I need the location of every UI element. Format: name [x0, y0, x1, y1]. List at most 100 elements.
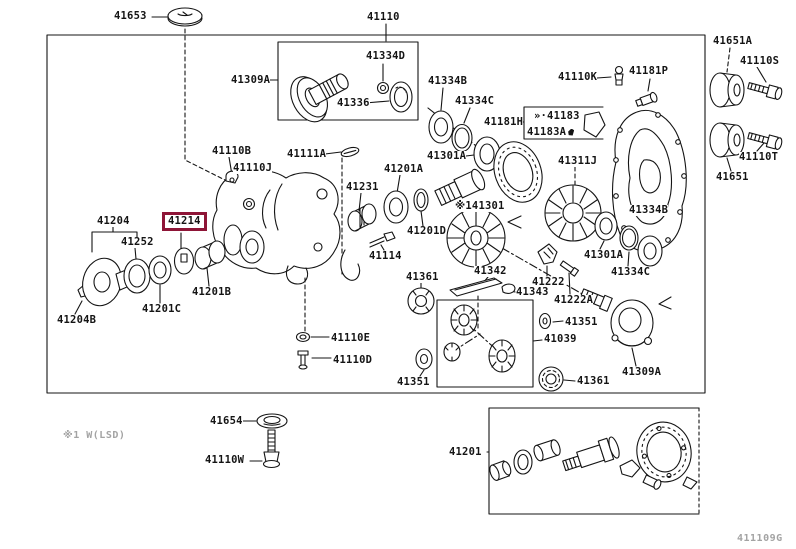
- part-number-text: 41110J: [233, 162, 273, 174]
- part-label-41651A[interactable]: 41651A: [713, 36, 753, 47]
- carrier-housing-drawing: [212, 169, 341, 285]
- part-label-41334B-1[interactable]: 41334B: [428, 75, 468, 87]
- part-label-41201B[interactable]: 41201B: [192, 287, 232, 298]
- part-label-41231[interactable]: 41231: [346, 182, 379, 193]
- part-label-41252[interactable]: 41252: [121, 237, 154, 248]
- part-label-41651[interactable]: 41651: [716, 172, 749, 183]
- part-label-41110T[interactable]: 41110T: [739, 151, 779, 163]
- final-drive-kit-drawing: [489, 421, 698, 490]
- part-label-41309A-2[interactable]: 41309A: [622, 367, 662, 378]
- part-number-text: ※141301: [455, 200, 505, 212]
- part-label-41654[interactable]: 41654: [210, 416, 243, 427]
- part-label-41336[interactable]: 41336: [337, 98, 370, 109]
- part-number-text: 41653: [114, 10, 147, 22]
- ring-41361b-drawing: [538, 366, 564, 392]
- part-number-text: 41201C: [142, 303, 182, 315]
- grommet-41110j-drawing: [242, 197, 256, 211]
- part-number-text: 41231: [346, 181, 379, 193]
- part-label-41334B-2[interactable]: 41334B: [629, 204, 669, 216]
- part-number-text: 41039: [544, 333, 577, 345]
- part-number-text: 41361: [577, 375, 610, 387]
- part-number-text: 41334B: [629, 204, 669, 216]
- part-label-41334C-1[interactable]: 41334C: [455, 96, 495, 107]
- bushing-41651a-drawing: [709, 72, 745, 108]
- bolt-41110d-drawing: [297, 350, 309, 370]
- part-number-text: 41201: [449, 446, 482, 458]
- part-label-41201A[interactable]: 41201A: [384, 163, 424, 175]
- part-label-41351-2[interactable]: 41351: [397, 377, 430, 388]
- part-label-41334C-2[interactable]: 41334C: [611, 267, 651, 278]
- part-number-text: 41111A: [287, 148, 327, 160]
- part-label-41343[interactable]: 41343: [516, 287, 549, 298]
- part-number-text: 41351: [397, 376, 430, 388]
- part-label-41039[interactable]: 41039: [544, 334, 577, 345]
- part-label-141301[interactable]: ※141301: [455, 201, 505, 212]
- part-label-41201D[interactable]: 41201D: [407, 226, 447, 237]
- part-number-text: 41110K: [558, 71, 598, 83]
- part-number-text: 41110T: [739, 151, 779, 163]
- footnote-lsd: ※1 W(LSD): [63, 430, 126, 441]
- part-label-41110K[interactable]: 41110K: [558, 71, 598, 83]
- assembly-arrows: [507, 215, 672, 310]
- part-label-41110E[interactable]: 41110E: [331, 333, 371, 344]
- part-label-41653[interactable]: 41653: [114, 11, 147, 22]
- part-label-41361-2[interactable]: 41361: [577, 376, 610, 387]
- cover-plate-drawing: [612, 109, 687, 252]
- part-label-41110[interactable]: 41110: [367, 12, 400, 23]
- part-number-text: 41181P: [629, 65, 669, 77]
- part-label-41201C[interactable]: 41201C: [142, 303, 182, 315]
- bracket-41183: [523, 106, 604, 140]
- part-label-41111A[interactable]: 41111A: [287, 148, 327, 160]
- part-label-41334D[interactable]: 41334D: [366, 51, 406, 62]
- part-label-41309A-1[interactable]: 41309A: [231, 75, 271, 86]
- sealant-icon: [568, 128, 575, 136]
- gasket-41654-drawing: [256, 413, 288, 429]
- part-label-41311J[interactable]: 41311J: [558, 155, 598, 167]
- part-label-41222A[interactable]: 41222A: [554, 295, 594, 306]
- part-label-41181P[interactable]: 41181P: [629, 65, 669, 77]
- oil-seal-drawing: [389, 81, 413, 113]
- main-border: [46, 34, 706, 394]
- breather-plug-drawing: [614, 65, 624, 86]
- part-label-41204[interactable]: 41204: [97, 216, 130, 227]
- part-number-text: 41334B: [428, 75, 468, 87]
- part-label-41201[interactable]: 41201: [449, 447, 482, 458]
- flange-chain-drawing: [77, 240, 226, 307]
- drive-pinion-drawing: [434, 168, 486, 206]
- part-number-text: 41336: [337, 97, 370, 109]
- part-label-41342[interactable]: 41342: [474, 266, 507, 277]
- part-number-text: 41204B: [57, 314, 97, 326]
- bolt-41110w-drawing: [262, 429, 281, 469]
- part-number-text: 41110W: [205, 454, 245, 466]
- part-label-41110S[interactable]: 41110S: [740, 55, 780, 67]
- part-label-41110D[interactable]: 41110D: [333, 354, 373, 366]
- part-label-41110J[interactable]: 41110J: [233, 162, 273, 174]
- clamp-41114-drawing: [340, 231, 396, 281]
- leader-lines: [74, 16, 767, 462]
- part-label-41301A-2[interactable]: 41301A: [584, 249, 624, 261]
- part-number-text: 41214: [168, 215, 201, 227]
- part-label-41114[interactable]: 41114: [369, 251, 402, 262]
- part-number-text: 41301A: [584, 249, 624, 261]
- part-label-41110W[interactable]: 41110W: [205, 454, 245, 466]
- spider-gears-drawing: [443, 304, 516, 373]
- part-label-41214[interactable]: 41214: [162, 212, 207, 231]
- bolt-41110s-drawing: [747, 82, 783, 101]
- bearing-chain-upper-drawing: [428, 110, 501, 172]
- part-number-text: 41201A: [384, 163, 424, 175]
- part-number-text: 41311J: [558, 155, 598, 167]
- part-label-41110B[interactable]: 41110B: [212, 146, 252, 157]
- part-number-text: 41110S: [740, 55, 780, 67]
- part-number-text: 41110D: [333, 354, 373, 366]
- part-label-41181H[interactable]: 41181H: [484, 117, 524, 128]
- bearing-41201a-drawing: [383, 190, 409, 224]
- part-label-41361-1[interactable]: 41361: [406, 272, 439, 283]
- part-label-41183A[interactable]: 41183A: [527, 127, 575, 138]
- part-label-41351-1[interactable]: 41351: [565, 317, 598, 328]
- part-label-41183[interactable]: »·41183: [534, 111, 580, 122]
- part-label-41301A-1[interactable]: 41301A: [427, 151, 467, 162]
- bolt-41110t-drawing: [747, 132, 783, 151]
- part-label-41222[interactable]: 41222: [532, 277, 565, 288]
- part-label-41204B[interactable]: 41204B: [57, 314, 97, 326]
